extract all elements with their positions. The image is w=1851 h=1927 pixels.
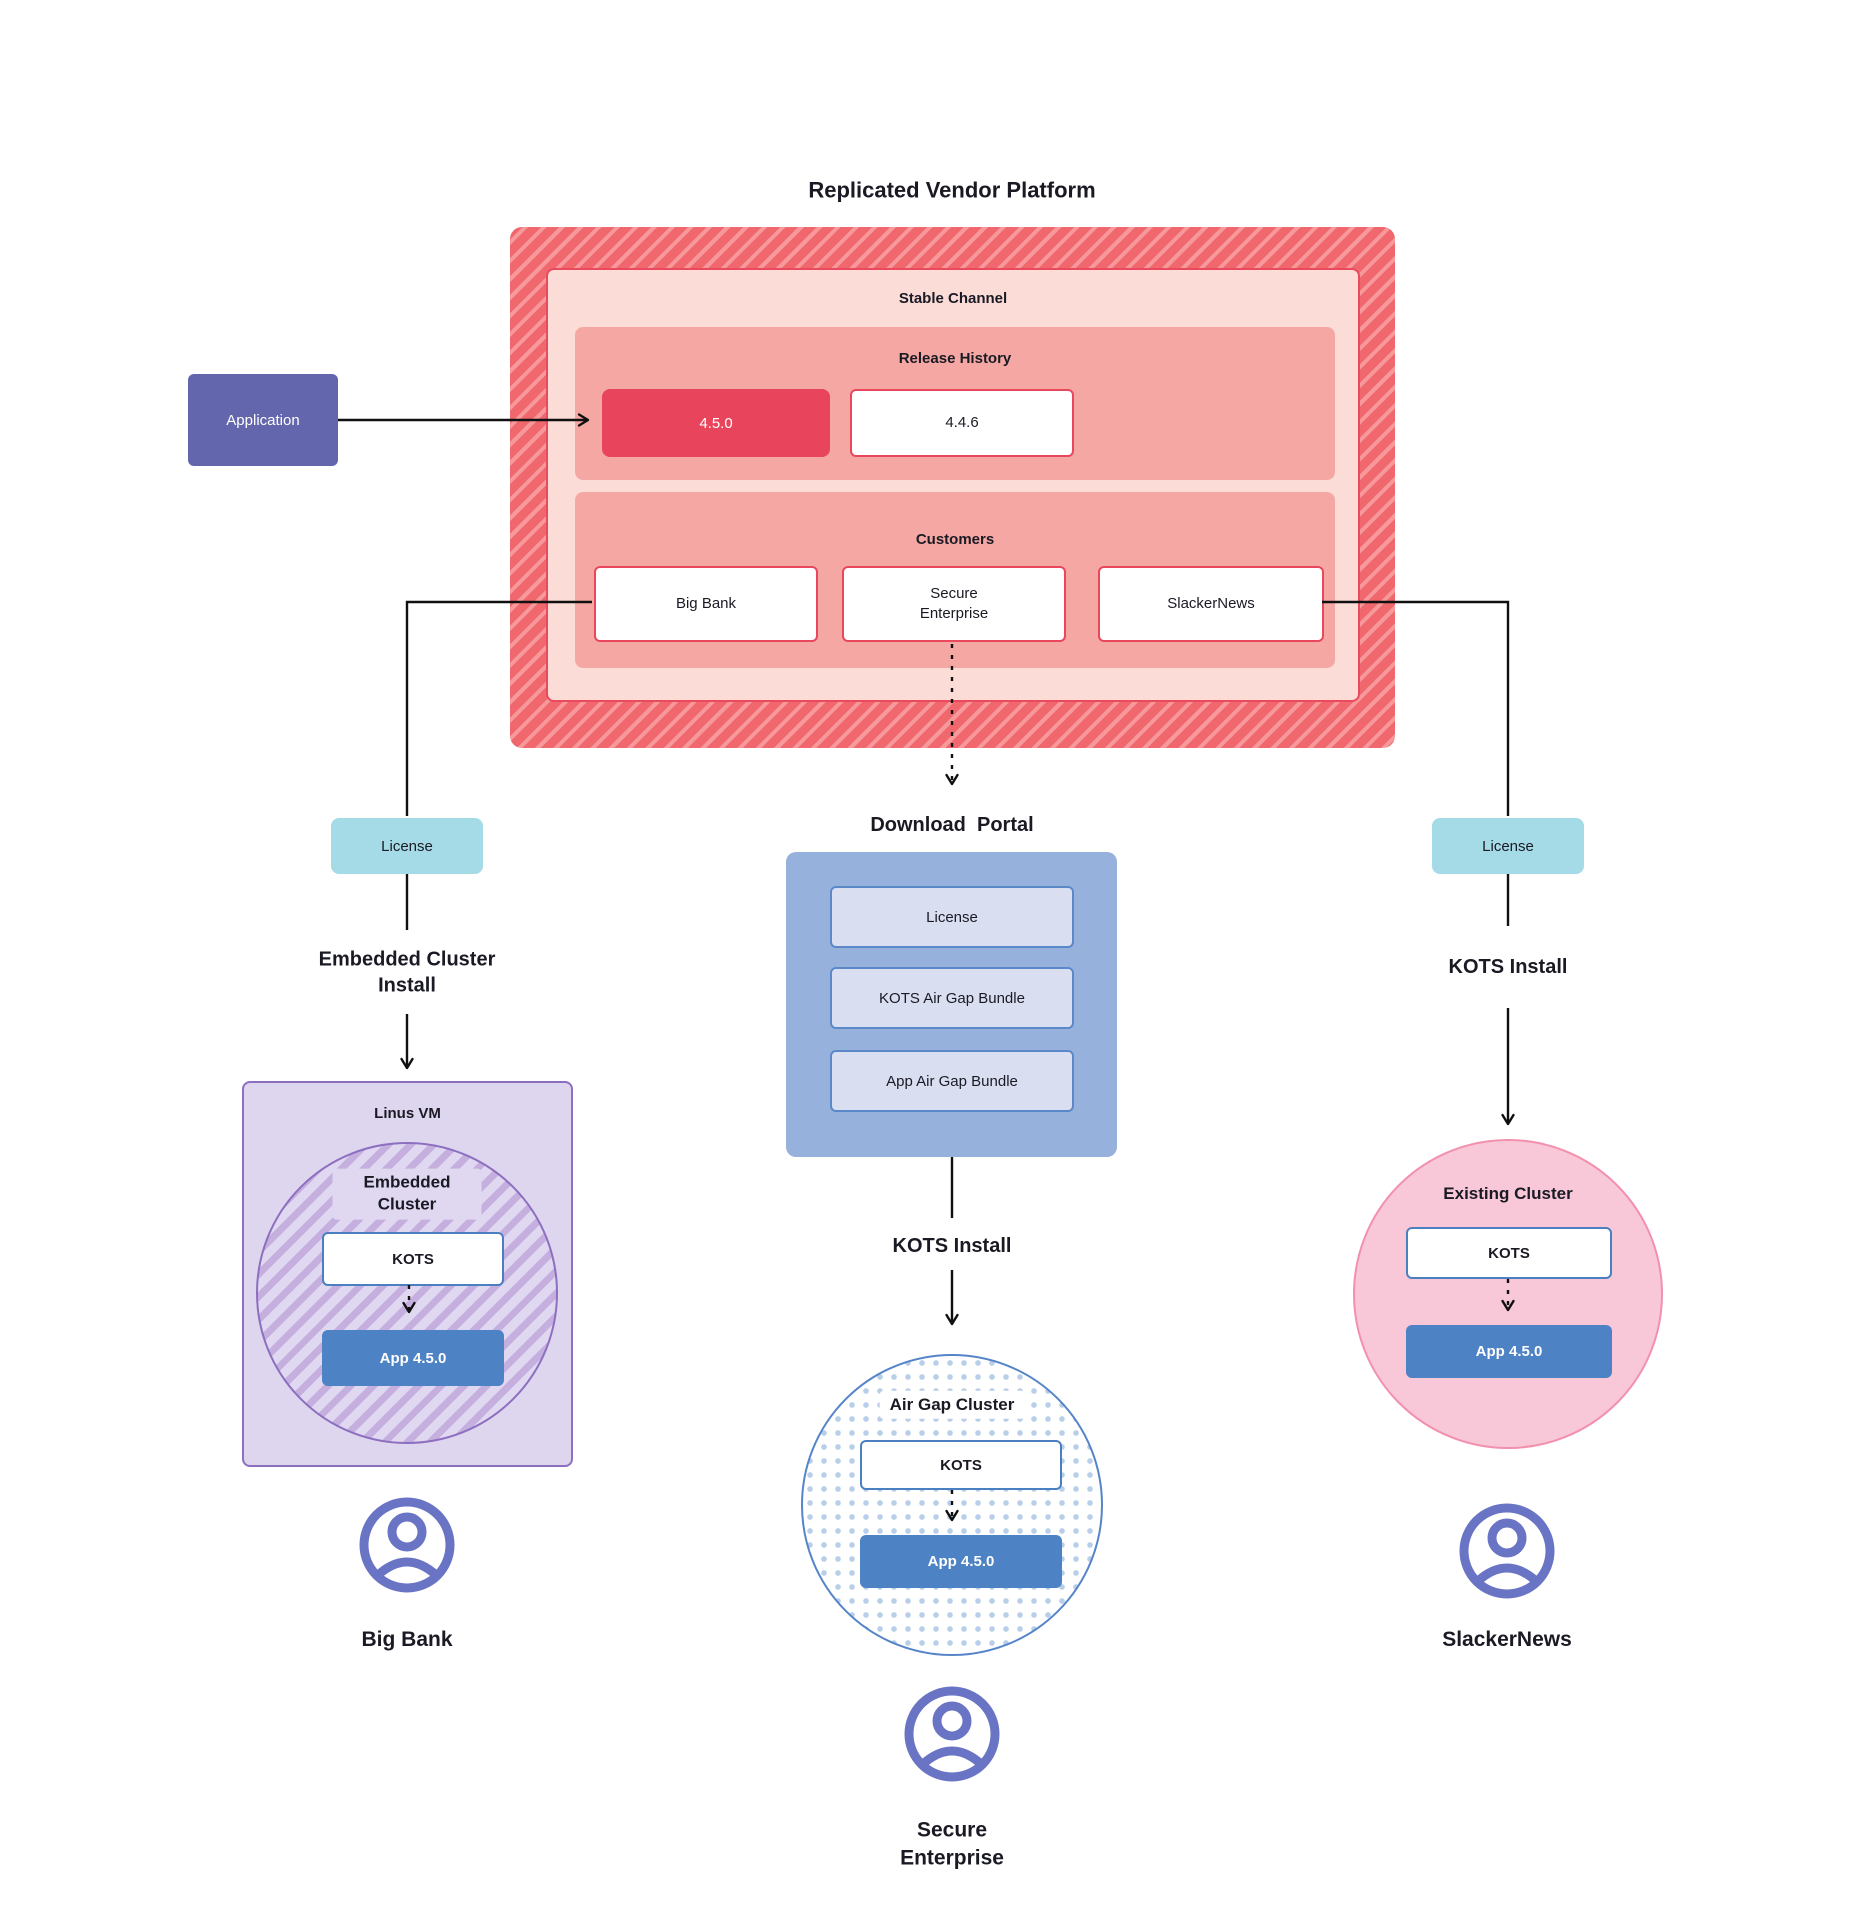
big-bank-user-label: Big Bank (361, 1628, 453, 1652)
kots-label: KOTS (392, 1250, 434, 1268)
slackernews-user-label: SlackerNews (1442, 1628, 1572, 1652)
application-box: Application (188, 374, 338, 466)
stable-channel-box: Stable Channel Release History 4.5.0 4.4… (546, 268, 1360, 702)
user-icon (1459, 1503, 1555, 1599)
release-version-previous: 4.4.6 (850, 389, 1074, 457)
embedded-cluster-circle: Embedded Cluster KOTS App 4.5.0 (256, 1142, 558, 1444)
release-version-label: 4.5.0 (699, 414, 733, 432)
app-box-left: App 4.5.0 (322, 1330, 504, 1386)
license-label: License (1482, 837, 1534, 855)
customer-name: Secure Enterprise (919, 584, 989, 622)
kots-box-right: KOTS (1406, 1227, 1612, 1279)
download-portal-label: Download Portal (870, 813, 1034, 836)
app-version-label: App 4.5.0 (379, 1349, 447, 1367)
release-version-label: 4.4.6 (945, 413, 979, 431)
embedded-cluster-install-label: Embedded Cluster Install (318, 948, 496, 997)
kots-install-label-middle: KOTS Install (892, 1234, 1012, 1257)
license-box-right: License (1432, 818, 1584, 874)
air-gap-cluster-label: Air Gap Cluster (879, 1390, 1025, 1420)
portal-item-label: License (926, 908, 978, 926)
page-title: Replicated Vendor Platform (808, 177, 1096, 203)
kots-box-middle: KOTS (860, 1440, 1062, 1490)
secure-enterprise-user-label: Secure Enterprise (900, 1818, 1004, 1869)
release-version-current: 4.5.0 (602, 389, 830, 457)
existing-cluster-label: Existing Cluster (1443, 1183, 1573, 1203)
portal-item-license: License (830, 886, 1074, 948)
portal-item-kots-airgap-bundle: KOTS Air Gap Bundle (830, 967, 1074, 1029)
customer-box-secure-enterprise: Secure Enterprise (842, 566, 1066, 642)
application-label: Application (226, 411, 300, 429)
linus-vm-box: Linus VM Embedded Cluster KOTS App 4.5.0 (242, 1081, 573, 1467)
embedded-cluster-label: Embedded Cluster (332, 1168, 482, 1220)
release-history-label: Release History (898, 350, 1012, 368)
portal-item-label: App Air Gap Bundle (886, 1072, 1018, 1090)
license-box-left: License (331, 818, 483, 874)
kots-install-label-right: KOTS Install (1448, 955, 1568, 978)
download-portal-box: License KOTS Air Gap Bundle App Air Gap … (786, 852, 1117, 1157)
portal-item-app-airgap-bundle: App Air Gap Bundle (830, 1050, 1074, 1112)
app-box-middle: App 4.5.0 (860, 1535, 1062, 1588)
release-history-box: Release History 4.5.0 4.4.6 (575, 327, 1335, 480)
portal-item-label: KOTS Air Gap Bundle (879, 989, 1025, 1007)
customer-name: SlackerNews (1167, 594, 1255, 612)
user-icon (359, 1497, 455, 1593)
customer-box-slackernews: SlackerNews (1098, 566, 1324, 642)
app-version-label: App 4.5.0 (1475, 1343, 1543, 1360)
kots-label: KOTS (1488, 1244, 1530, 1262)
customers-box: Customers Big Bank Secure Enterprise Sla… (575, 492, 1335, 668)
existing-cluster-circle: Existing Cluster KOTS App 4.5.0 (1353, 1139, 1663, 1449)
linus-vm-label: Linus VM (374, 1105, 441, 1123)
vendor-platform-container: Stable Channel Release History 4.5.0 4.4… (510, 227, 1395, 748)
user-icon (904, 1686, 1000, 1782)
app-version-label: App 4.5.0 (927, 1553, 995, 1570)
customers-label: Customers (915, 531, 995, 549)
customer-name: Big Bank (675, 594, 737, 612)
kots-label: KOTS (940, 1456, 982, 1474)
app-box-right: App 4.5.0 (1406, 1325, 1612, 1378)
customer-box-big-bank: Big Bank (594, 566, 818, 642)
license-label: License (381, 837, 433, 855)
air-gap-cluster-circle: Air Gap Cluster KOTS App 4.5.0 (801, 1354, 1103, 1656)
stable-channel-label: Stable Channel (898, 290, 1008, 308)
kots-box-left: KOTS (322, 1232, 504, 1286)
